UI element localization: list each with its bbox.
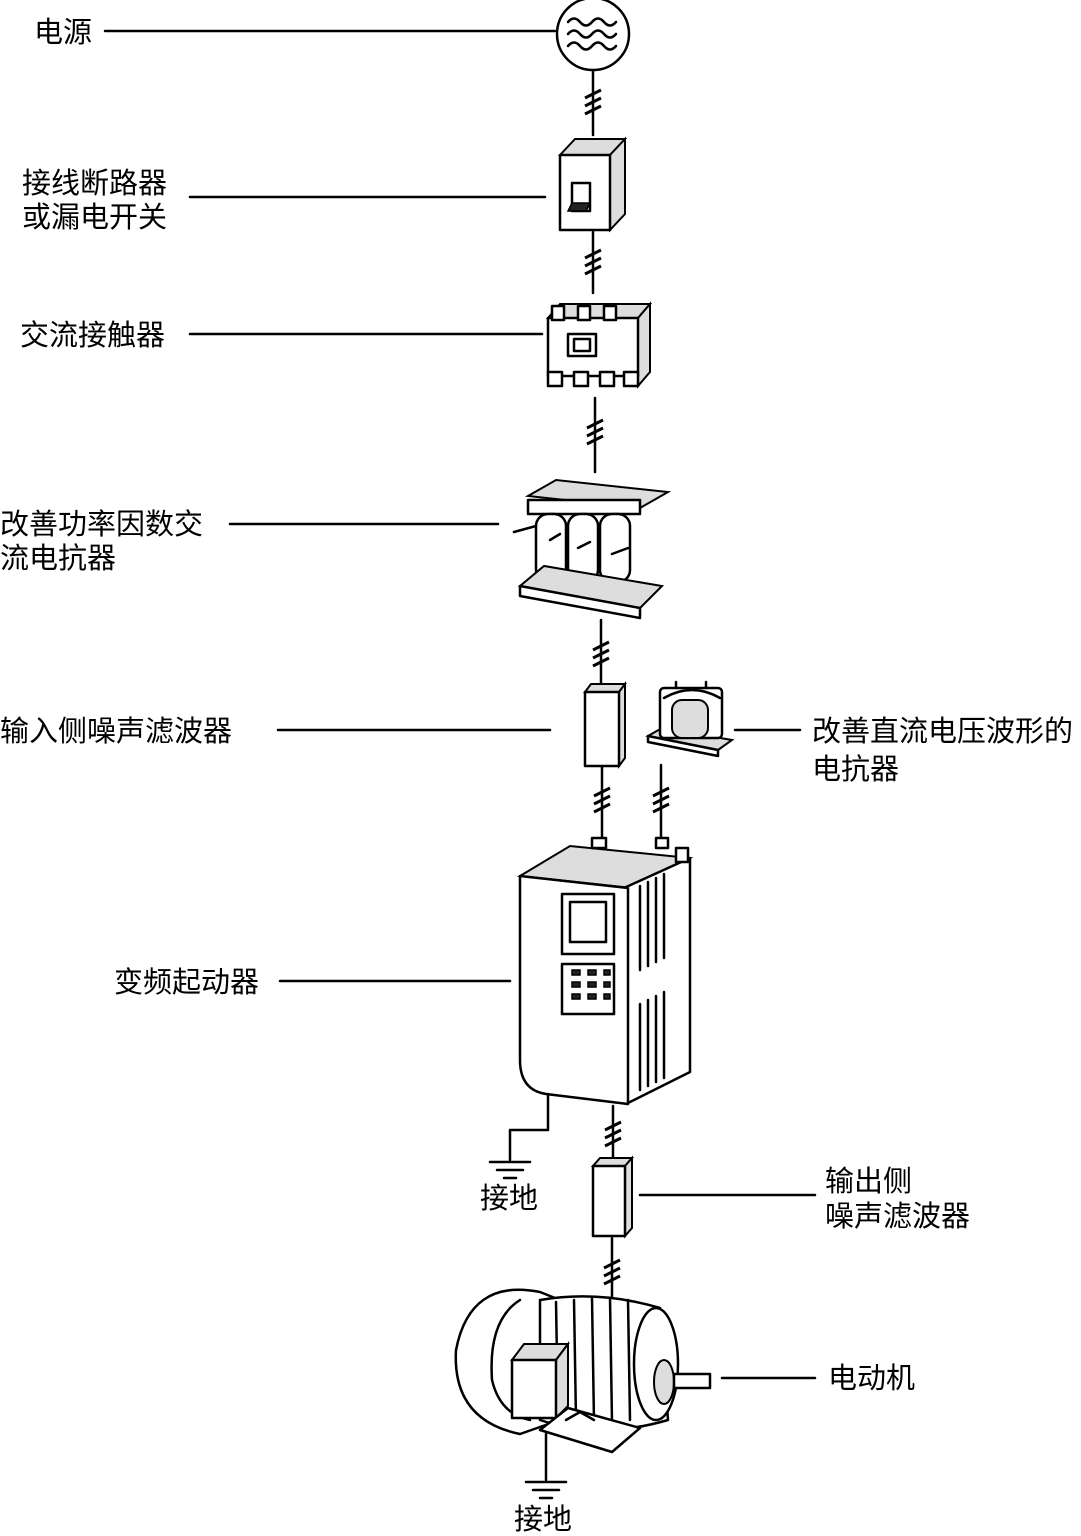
input-filter-label: 输入侧噪声滤波器 [0, 714, 233, 748]
ac-reactor-symbol [512, 478, 672, 620]
breaker-label-line2: 或漏电开关 [22, 200, 168, 234]
circuit-breaker-symbol [557, 136, 628, 233]
power-source-symbol [555, 0, 631, 72]
dc-reactor-symbol [645, 680, 735, 758]
wire-inverter-output-filter [604, 1104, 622, 1160]
motor-label: 电动机 [828, 1361, 916, 1395]
wire-filter-inverter [593, 763, 611, 840]
motor-ground-label: 接地 [514, 1502, 573, 1536]
output-noise-filter-symbol [590, 1155, 635, 1239]
inverter-ground-symbol [488, 1092, 550, 1180]
wire-contactor-reactor [586, 396, 604, 474]
leader-lines [103, 29, 817, 1380]
ac-contactor-symbol [545, 301, 653, 389]
wire-dcreactor-inverter [652, 763, 670, 840]
wire-breaker-contactor [584, 230, 602, 295]
dc-reactor-label-line1: 改善直流电压波形的 [812, 714, 1074, 748]
inverter-ground-label: 接地 [480, 1181, 539, 1215]
breaker-label-line1: 接线断路器 [22, 166, 168, 200]
wire-output-filter-motor [603, 1236, 621, 1302]
inverter-label: 变频起动器 [114, 965, 260, 999]
output-filter-label-line2: 噪声滤波器 [825, 1199, 971, 1233]
ac-reactor-label-line1: 改善功率因数交 [0, 507, 204, 541]
ac-reactor-label-line2: 流电抗器 [0, 541, 117, 575]
dc-reactor-label-line2: 电抗器 [812, 752, 900, 786]
motor-ground-symbol [524, 1432, 568, 1500]
wire-source-breaker [584, 66, 602, 137]
input-noise-filter-symbol [583, 681, 627, 769]
power-source-label: 电源 [34, 15, 93, 49]
wire-reactor-filter [592, 618, 610, 685]
inverter-symbol [516, 836, 694, 1106]
ac-contactor-label: 交流接触器 [20, 318, 166, 352]
output-filter-label-line1: 输出侧 [825, 1164, 913, 1198]
motor-symbol [454, 1288, 712, 1454]
